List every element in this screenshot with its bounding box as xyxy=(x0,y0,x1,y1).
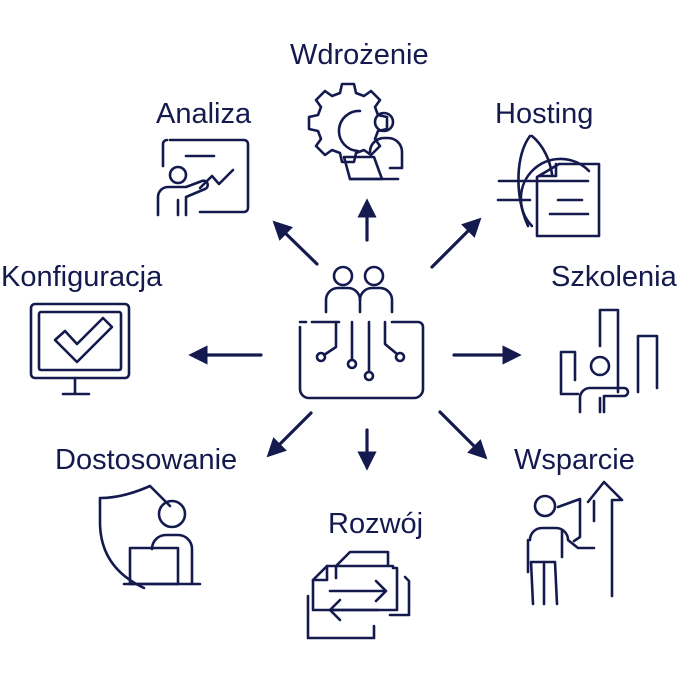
documents-exchange-icon xyxy=(306,550,411,640)
team-process-icon xyxy=(298,265,425,400)
arrow-up-left xyxy=(272,220,319,266)
arrow-up-right xyxy=(430,217,482,269)
person-growth-arrow-icon xyxy=(526,480,624,606)
label-konfiguracja: Konfiguracja xyxy=(1,261,163,293)
arrow-down-right xyxy=(438,410,488,460)
person-bar-chart-icon xyxy=(559,308,659,414)
label-wsparcie: Wsparcie xyxy=(514,444,635,476)
shield-person-laptop-icon xyxy=(98,484,202,590)
label-rozwoj: Rozwój xyxy=(328,508,424,540)
presentation-chart-icon xyxy=(156,138,250,217)
gear-person-laptop-icon xyxy=(307,82,404,181)
arrow-down-left xyxy=(266,411,313,458)
globe-document-icon xyxy=(496,134,601,238)
label-wdrozenie: Wdrożenie xyxy=(290,39,429,71)
label-hosting: Hosting xyxy=(495,98,594,130)
monitor-check-icon xyxy=(29,302,131,396)
arrows xyxy=(188,198,522,471)
label-szkolenia: Szkolenia xyxy=(551,261,677,293)
label-analiza: Analiza xyxy=(156,98,252,130)
label-dostosowanie: Dostosowanie xyxy=(55,444,238,476)
